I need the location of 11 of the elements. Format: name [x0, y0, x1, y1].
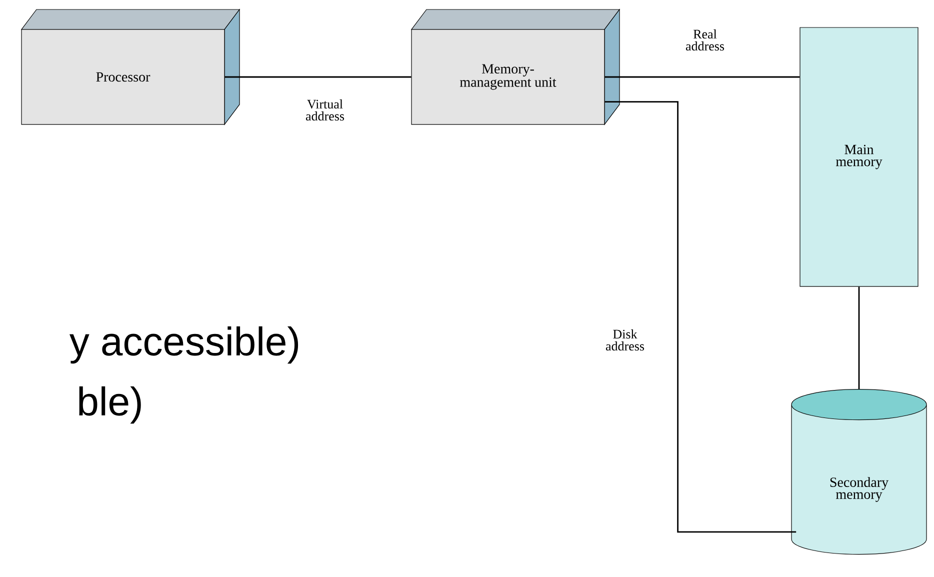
storage-cylinder: Secondary memory [791, 389, 927, 555]
edge-label: Virtual address [296, 98, 354, 122]
slide-text: y accessible) [70, 326, 298, 364]
connector-line [224, 76, 412, 78]
connector-line [604, 76, 800, 78]
edge-label: Disk address [596, 328, 654, 352]
memory-box: Main memory [800, 27, 918, 287]
connector-line [858, 286, 860, 390]
edge-label: Real address [676, 28, 734, 52]
connector-line [604, 101, 796, 533]
slide-text: ble) [79, 386, 141, 424]
